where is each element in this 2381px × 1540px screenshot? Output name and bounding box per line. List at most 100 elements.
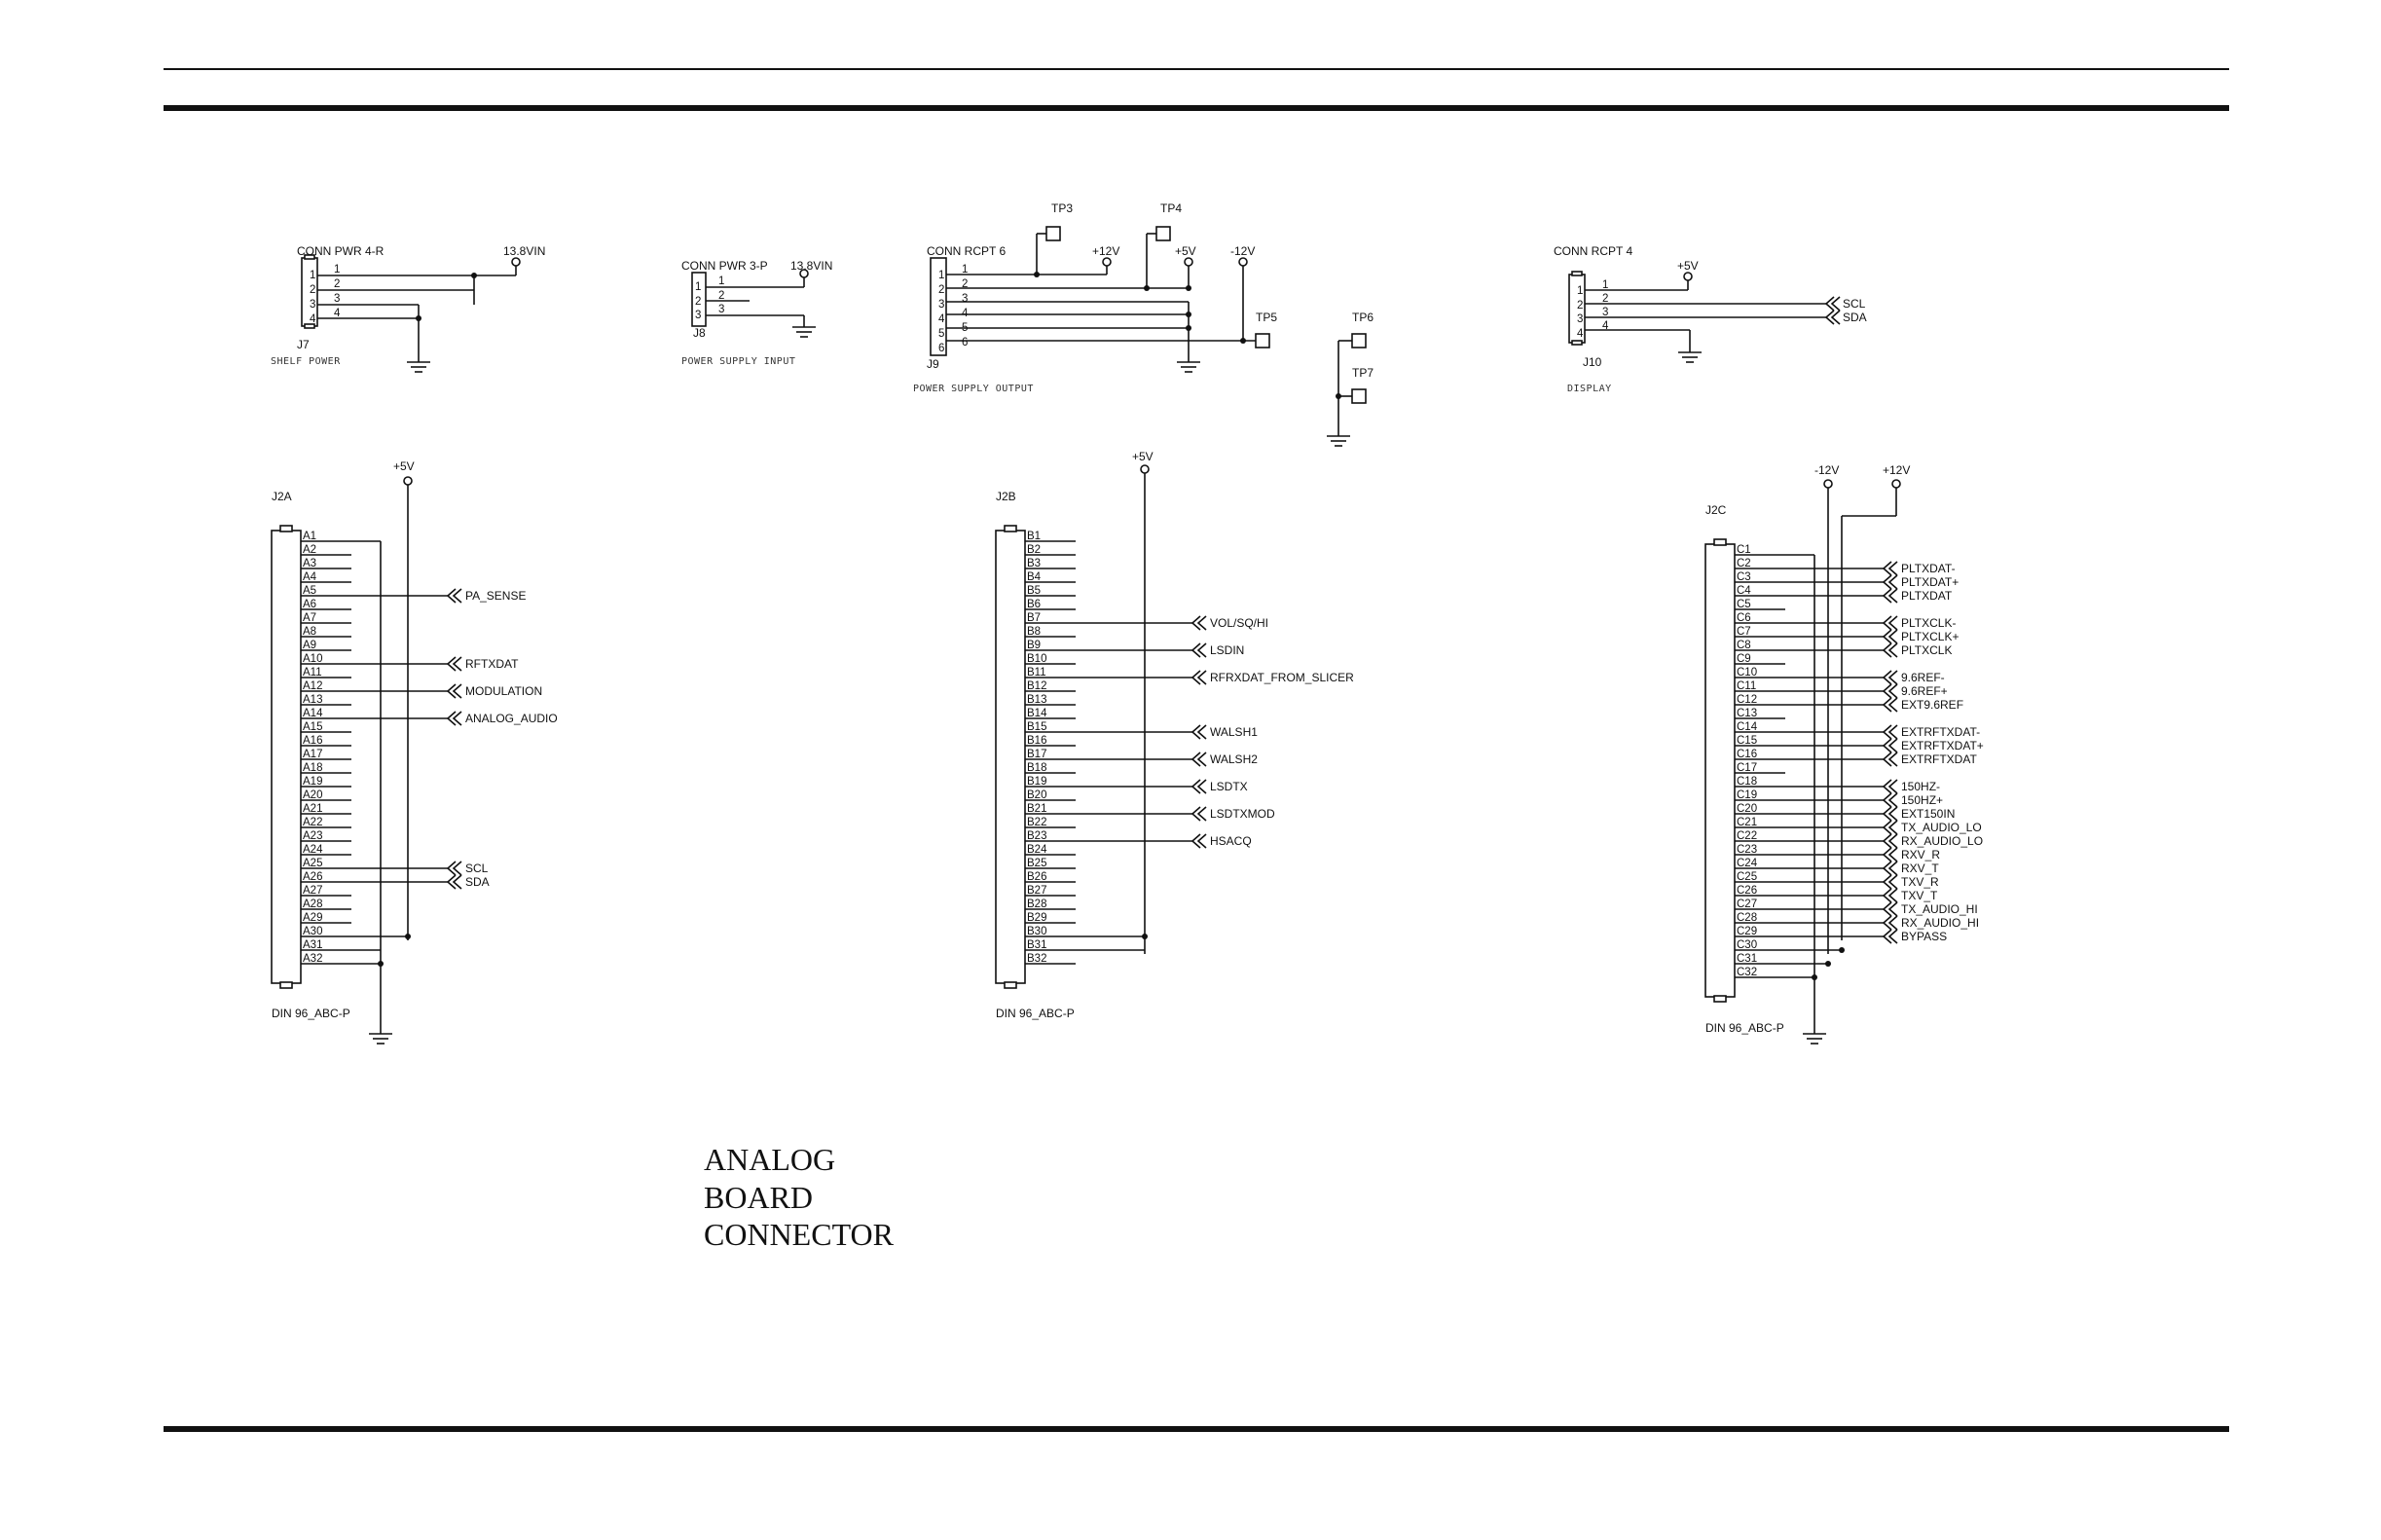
j9-part-label: CONN RCPT 6 [927,244,1006,258]
j2b-pin-label: B14 [1027,708,1047,719]
j9-supply-label: +5V [1175,244,1196,258]
j2a-signal-label: MODULATION [465,684,542,698]
tp4-box [1155,226,1171,241]
svg-text:1: 1 [718,275,724,287]
svg-text:2: 2 [695,296,701,308]
j2c-pin-label: C9 [1737,653,1751,665]
j2b-pin-label: B28 [1027,898,1046,910]
j2c-signal-label: PLTXDAT [1901,589,1953,603]
j2b-signal-label: LSDTXMOD [1210,807,1275,821]
j2a-pin-label: A32 [303,953,322,965]
j2b-pin-label: B9 [1027,640,1041,651]
j2c-pin-label: C26 [1737,885,1757,897]
j2a-pin-label: A21 [303,803,322,815]
j2c-signal-label: PLTXDAT+ [1901,575,1959,589]
j9-caption: POWER SUPPLY OUTPUT [913,384,1034,394]
j8-ref: J8 [693,326,706,340]
j2c-pin-label: C31 [1737,953,1757,965]
j2a-pin-label: A1 [303,531,316,542]
j2c-pin-label: C28 [1737,912,1757,924]
j9-ref: J9 [927,357,939,371]
j2c-supply-label: -12V [1814,463,1839,477]
j2b-signal-label: LSDIN [1210,643,1244,657]
j2b-pin-label: B11 [1027,667,1046,678]
j2c-signal-label: BYPASS [1901,930,1947,943]
j2c-pin-label: C3 [1737,571,1751,583]
j2a-pin-label: A13 [303,694,322,706]
j2a-pin-label: A23 [303,830,322,842]
j2a-signal-label: PA_SENSE [465,589,526,603]
j2a-pin-label: A11 [303,667,322,678]
j2b-pin-label: B7 [1027,612,1041,624]
j2a-pin-label: A6 [303,599,316,610]
j2c-pin-label: C2 [1737,558,1751,569]
j2c-pin-label: C12 [1737,694,1757,706]
j7-supply-label: 13.8VIN [503,244,545,258]
j9-supply-label: -12V [1230,244,1255,258]
j2c-signal-label: RXV_R [1901,848,1940,862]
j2a-pin-label: A31 [303,939,322,951]
svg-text:3: 3 [718,304,724,315]
j2c-part-label: DIN 96_ABC-P [1705,1021,1784,1035]
svg-text:3: 3 [695,310,701,321]
svg-text:4: 4 [1602,320,1609,332]
j8-part-label: CONN PWR 3-P [681,259,768,273]
connector-j10: CONN RCPT 4 1 2 3 4 1 2 3 4 +5V SCL SDA … [1554,244,1867,394]
j2c-signal-label: EXTRFTXDAT [1901,752,1977,766]
svg-text:3: 3 [1577,313,1583,325]
svg-text:6: 6 [962,337,968,348]
j2c-pin-label: C15 [1737,735,1757,747]
j2b-pin-label: B23 [1027,830,1046,842]
svg-text:4: 4 [1577,328,1584,340]
j2a-pin-label: A4 [303,571,317,583]
j2b-signal-label: VOL/SQ/HI [1210,616,1268,630]
j2a-pin-label: A29 [303,912,322,924]
j2b-pin-label: B3 [1027,558,1041,569]
j2b-pin-label: B25 [1027,858,1046,869]
tp3-box [1045,226,1061,241]
j2b-pin-label: B17 [1027,749,1046,760]
svg-text:1: 1 [1577,285,1583,297]
j2a-ref: J2A [272,490,292,503]
j2b-pin-label: B32 [1027,953,1046,965]
j2a-pin-label: A2 [303,544,316,556]
j7-caption: SHELF POWER [271,356,341,367]
j2b-signal-label: RFRXDAT_FROM_SLICER [1210,671,1354,684]
j2c-ref: J2C [1705,503,1727,517]
j2b-part-label: DIN 96_ABC-P [996,1007,1075,1020]
j2a-signal-label: SCL [465,862,489,875]
j2c-supply-label: +12V [1883,463,1910,477]
j10-caption: DISPLAY [1567,384,1612,394]
j8-body [691,272,707,327]
j2c-pin-label: C11 [1737,680,1756,692]
j2c-pin-label: C23 [1737,844,1757,856]
tp5-box [1255,333,1270,348]
j2c-pin-label: C27 [1737,898,1757,910]
j2c-pin-label: C1 [1737,544,1751,556]
tp3-label: TP3 [1051,202,1073,215]
svg-text:1: 1 [1602,279,1608,291]
j2c-signal-label: PLTXDAT- [1901,562,1956,575]
j2a-pin-label: A5 [303,585,316,597]
connector-j7: CONN PWR 4-R 1 2 3 4 1 2 3 4 13.8VIN J7 … [271,244,545,373]
j2c-pin-label: C10 [1737,667,1757,678]
svg-text:2: 2 [938,284,944,296]
title-line-3: CONNECTOR [704,1217,895,1252]
j2a-body [271,530,302,984]
svg-text:1: 1 [938,270,944,281]
j2a-signal-label: RFTXDAT [465,657,519,671]
j7-pin: 3 [310,299,315,311]
j7-ref: J7 [297,338,310,351]
j2c-signal-label: PLTXCLK [1901,643,1952,657]
svg-text:1: 1 [962,264,968,275]
j2b-ref: J2B [996,490,1016,503]
j2c-pin-label: C20 [1737,803,1757,815]
j2b-pin-label: B21 [1027,803,1046,815]
svg-text:1: 1 [334,264,340,275]
tp5-label: TP5 [1256,311,1277,324]
j2b-pin-label: B8 [1027,626,1041,638]
j2b-pin-label: B31 [1027,939,1046,951]
